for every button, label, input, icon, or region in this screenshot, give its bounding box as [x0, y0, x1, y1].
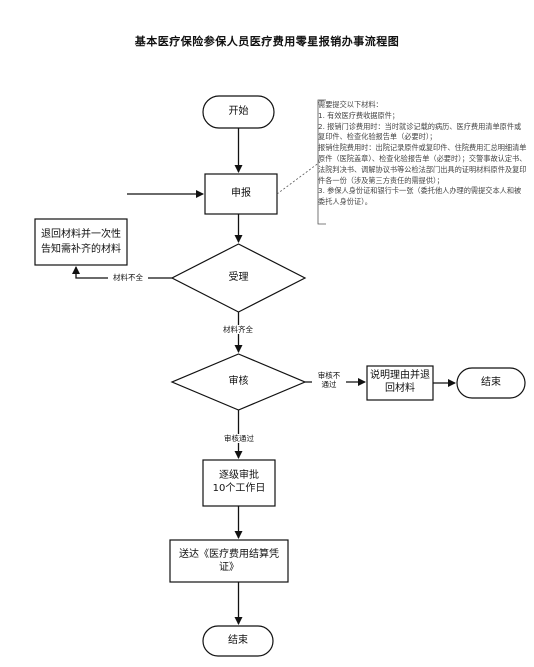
note-line: 1. 有效医疗费收据原件； [318, 110, 400, 120]
materials-note: 需要提交以下材料： 1. 有效医疗费收据原件； 2. 报销门诊费用时：当时就诊记… [318, 100, 528, 208]
note-line: 3. 参保人身份证和银行卡一张（委托他人办理的需提交本人和被委托人身份证）。 [318, 186, 522, 207]
note-connector [276, 161, 321, 195]
page-title: 基本医疗保险参保人员医疗费用零星报销办事流程图 [134, 35, 400, 48]
approve-label: 逐级审批 10个工作日 [212, 470, 266, 494]
end-right-label: 结束 [481, 377, 501, 388]
declare-label: 申报 [231, 188, 251, 199]
edge-label-complete: 材料齐全 [218, 325, 258, 334]
approve-box [202, 459, 276, 507]
start-label: 开始 [228, 106, 249, 117]
explain-return-label: 说明理由并退回材料 [370, 370, 430, 394]
deliver-box [169, 539, 289, 583]
end-right-terminal [456, 367, 526, 399]
note-line: 2. 报销门诊费用时：当时就诊记载的病历、医疗费用清单原件或复印件、检查化验报告… [318, 121, 522, 142]
note-line: 报销住院费用时：出院记录原件或复印件、住院费用汇总明细清单原件（医院盖章）、检查… [318, 143, 527, 185]
edge-label-incomplete: 材料不全 [108, 273, 148, 282]
edge-label-review-fail: 审核不 通过 [312, 371, 346, 389]
return-materials-box [34, 218, 128, 266]
note-bracket [317, 99, 326, 225]
explain-return-box [366, 365, 434, 401]
end-bottom-label: 结束 [228, 635, 248, 646]
end-bottom-terminal [202, 625, 274, 657]
return-materials-label: 退回材料并一次性告知需补齐的材料 [41, 229, 121, 255]
note-line: 需要提交以下材料： [318, 100, 383, 109]
accept-label: 受理 [228, 272, 249, 283]
review-label: 审核 [228, 376, 249, 387]
deliver-label: 送达《医疗费用结算凭证》 [179, 549, 279, 573]
declare-box [204, 173, 278, 215]
edge-label-review-pass: 审核通过 [216, 434, 262, 443]
